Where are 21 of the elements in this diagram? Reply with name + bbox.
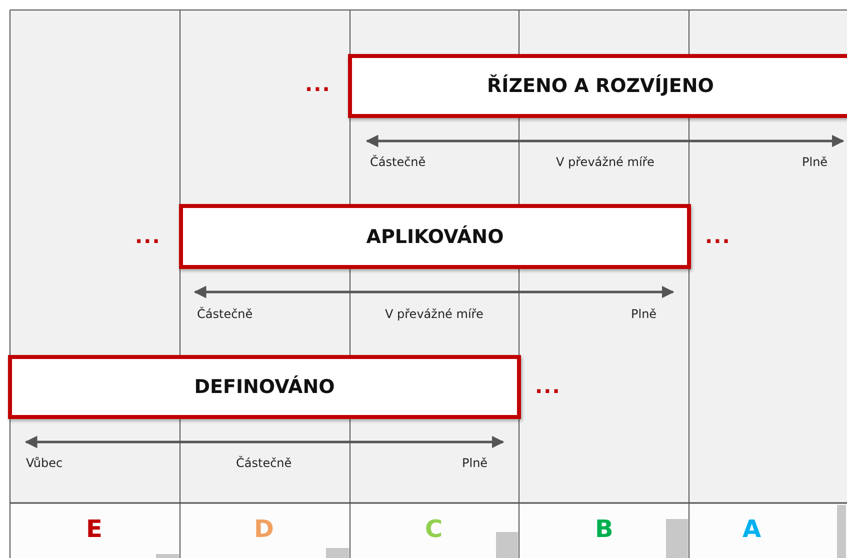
ellipsis-label: ...	[705, 224, 731, 248]
level-letter: E	[86, 515, 102, 543]
scale-label: Plně	[462, 456, 488, 470]
scale-label: Vůbec	[26, 456, 63, 470]
scale-label: Částečně	[370, 155, 426, 169]
level-box: APLIKOVÁNO	[179, 204, 691, 269]
scale-label: V převážné míře	[385, 307, 484, 321]
scale-label: Plně	[802, 155, 828, 169]
level-letter: B	[595, 515, 614, 543]
scale-label: Plně	[631, 307, 657, 321]
level-box: DEFINOVÁNO	[8, 355, 521, 419]
ellipsis-label: ...	[305, 72, 331, 96]
level-letter: C	[425, 515, 443, 543]
ellipsis-label: ...	[135, 224, 161, 248]
scale-label: Částečně	[236, 456, 292, 470]
level-letter: D	[254, 515, 274, 543]
ellipsis-label: ...	[535, 374, 561, 398]
scale-label: V převážné míře	[556, 155, 654, 169]
level-box: ŘÍZENO A ROZVÍJENO	[348, 54, 847, 118]
scale-label: Částečně	[197, 307, 253, 321]
level-letter: A	[742, 515, 762, 543]
